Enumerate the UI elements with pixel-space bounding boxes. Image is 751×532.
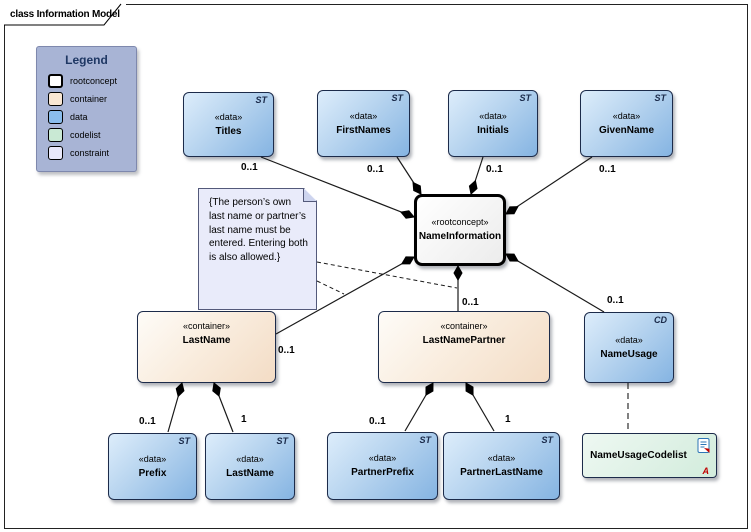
class-name: NameUsage (600, 348, 658, 360)
stereotype: «data» (236, 453, 264, 464)
type-tag: ST (419, 435, 431, 445)
multiplicity-label: 1 (241, 414, 247, 425)
legend-item-rootconcept: rootconcept (37, 74, 136, 88)
type-tag: ST (391, 93, 403, 103)
legend-item-container: container (37, 92, 136, 106)
stereotype: «data» (612, 110, 641, 121)
codelist-swatch (48, 128, 63, 142)
class-name: LastName (226, 467, 274, 479)
class-nameinformation[interactable]: «rootconcept» NameInformation (414, 194, 506, 266)
legend-label: data (70, 112, 88, 122)
rootconcept-swatch (48, 74, 63, 88)
multiplicity-label: 0..1 (607, 295, 624, 306)
type-tag: ST (255, 95, 267, 105)
multiplicity-label: 0..1 (369, 416, 386, 427)
multiplicity-label: 0..1 (367, 164, 384, 175)
type-tag: ST (178, 436, 190, 446)
stereotype: «container» (182, 321, 231, 331)
class-name: LastNamePartner (422, 335, 506, 346)
class-nameusage[interactable]: CD «data» NameUsage (584, 312, 674, 383)
class-name: PartnerLastName (460, 467, 543, 478)
diagram-frame (4, 4, 748, 529)
class-name: NameUsageCodelist (590, 450, 687, 461)
class-initials[interactable]: ST «data» Initials (448, 90, 538, 157)
multiplicity-label: 0..1 (139, 416, 156, 427)
class-partnerprefix[interactable]: ST «data» PartnerPrefix (327, 432, 438, 500)
legend-label: container (70, 94, 108, 104)
legend-title: Legend (65, 53, 108, 67)
document-link-icon (697, 438, 710, 453)
class-lastname-container[interactable]: «container» LastName (137, 311, 276, 383)
class-firstnames[interactable]: ST «data» FirstNames (317, 90, 410, 157)
type-tag: ST (541, 435, 553, 445)
legend-item-data: data (37, 110, 136, 124)
stereotype: «data» (138, 453, 167, 464)
legend-item-codelist: codelist (37, 128, 136, 142)
stereotype: «data» (615, 334, 643, 345)
container-swatch (48, 92, 63, 106)
type-tag: ST (519, 93, 531, 103)
legend-label: codelist (70, 130, 101, 140)
multiplicity-label: 0..1 (462, 297, 479, 308)
constraint-text: {The person’s own last name or partner’s… (209, 197, 308, 264)
class-lastname-data[interactable]: ST «data» LastName (205, 433, 295, 500)
class-name: NameInformation (418, 231, 502, 242)
stereotype: «rootconcept» (431, 217, 489, 227)
class-nameusagecodelist[interactable]: NameUsageCodelist A (582, 433, 717, 478)
type-tag: ST (276, 436, 288, 446)
stereotype: «container» (440, 321, 488, 331)
diagram-title-tab: class Information Model (4, 4, 126, 25)
constraint-note[interactable]: {The person’s own last name or partner’s… (198, 188, 317, 310)
stereotype: «data» (349, 110, 378, 121)
class-name: LastName (182, 335, 231, 346)
stereotype: «data» (214, 111, 243, 122)
class-name: GivenName (598, 124, 655, 136)
multiplicity-label: 0..1 (599, 164, 616, 175)
legend-item-constraint: constraint (37, 146, 136, 160)
class-prefix[interactable]: ST «data» Prefix (108, 433, 197, 500)
legend[interactable]: Legend rootconcept container data codeli… (36, 46, 137, 172)
codelist-marker: A (702, 466, 710, 476)
class-name: FirstNames (336, 124, 391, 136)
type-tag: ST (654, 93, 666, 103)
multiplicity-label: 0..1 (278, 345, 295, 356)
multiplicity-label: 0..1 (241, 162, 258, 173)
class-name: PartnerPrefix (351, 467, 414, 478)
stereotype: «data» (368, 453, 397, 463)
class-titles[interactable]: ST «data» Titles (183, 92, 274, 157)
type-tag: CD (654, 315, 667, 325)
diagram-title: class Information Model (10, 9, 120, 20)
class-name: Prefix (138, 467, 167, 479)
legend-label: rootconcept (70, 76, 118, 86)
class-name: Titles (215, 125, 242, 137)
class-lastnamepartner[interactable]: «container» LastNamePartner (378, 311, 550, 383)
class-givenname[interactable]: ST «data» GivenName (580, 90, 673, 157)
stereotype: «data» (487, 453, 516, 463)
legend-label: constraint (70, 148, 110, 158)
class-name: Initials (477, 124, 509, 136)
stereotype: «data» (479, 110, 507, 121)
constraint-swatch (48, 146, 63, 160)
multiplicity-label: 0..1 (486, 164, 503, 175)
class-partnerlastname[interactable]: ST «data» PartnerLastName (443, 432, 560, 500)
data-swatch (48, 110, 63, 124)
multiplicity-label: 1 (505, 414, 511, 425)
